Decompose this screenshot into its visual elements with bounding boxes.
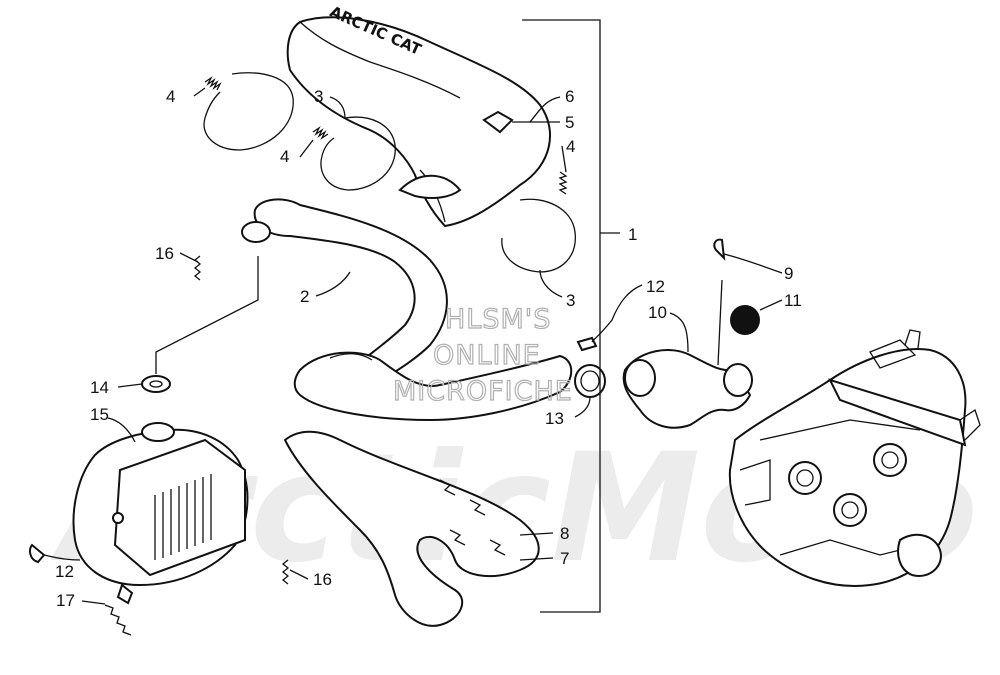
lower-shield-part: [283, 430, 540, 627]
callout-3: 3: [566, 291, 575, 310]
callout-8: 8: [560, 524, 569, 543]
callout-5: 5: [565, 113, 574, 132]
clamp-ring-part: [203, 72, 576, 273]
leader-lines: [43, 87, 783, 605]
callout-1: 1: [628, 225, 637, 244]
callout-16: 16: [155, 244, 174, 263]
spring-part: [104, 604, 132, 636]
watermark-line-1: HLSM'S: [445, 304, 551, 335]
callout-16: 16: [313, 570, 332, 589]
callout-3: 3: [314, 87, 323, 106]
expansion-chamber-part: [241, 198, 573, 422]
clip-part: [29, 543, 46, 564]
callout-4: 4: [566, 137, 575, 156]
callout-12: 12: [646, 277, 665, 296]
watermark: HLSM'S ONLINE MICROFICHE: [392, 303, 573, 407]
spring-part: [193, 255, 202, 281]
watermark-line-3: MICROFICHE: [393, 376, 573, 407]
heat-shield-part: ARCTIC CAT: [286, 3, 552, 228]
engine-part: [728, 329, 981, 587]
callout-9: 9: [784, 264, 793, 283]
callout-4: 4: [280, 147, 289, 166]
spring-part: [281, 559, 290, 585]
callout-12: 12: [55, 562, 74, 581]
callout-7: 7: [560, 549, 569, 568]
stud-part: [576, 336, 598, 352]
plug-part: [730, 305, 760, 335]
watermark-line-2: ONLINE: [433, 340, 541, 371]
callout-13: 13: [545, 409, 564, 428]
callout-4: 4: [166, 87, 175, 106]
callout-11: 11: [784, 291, 802, 310]
callout-17: 17: [56, 591, 75, 610]
spring-part: [204, 76, 568, 195]
callout-14: 14: [90, 378, 109, 397]
gasket-part: [141, 375, 171, 393]
decal-part: [482, 110, 514, 134]
muffler-part: [72, 422, 249, 605]
callout-labels: 1 2 3 3 3 4 4 4 5 6 7 8 9 10 11 12 12 13…: [55, 87, 802, 610]
exhaust-manifold-part: [574, 238, 753, 429]
callout-6: 6: [565, 87, 574, 106]
callout-15: 15: [90, 405, 109, 424]
callout-10: 10: [648, 303, 667, 322]
callout-2: 2: [300, 287, 309, 306]
